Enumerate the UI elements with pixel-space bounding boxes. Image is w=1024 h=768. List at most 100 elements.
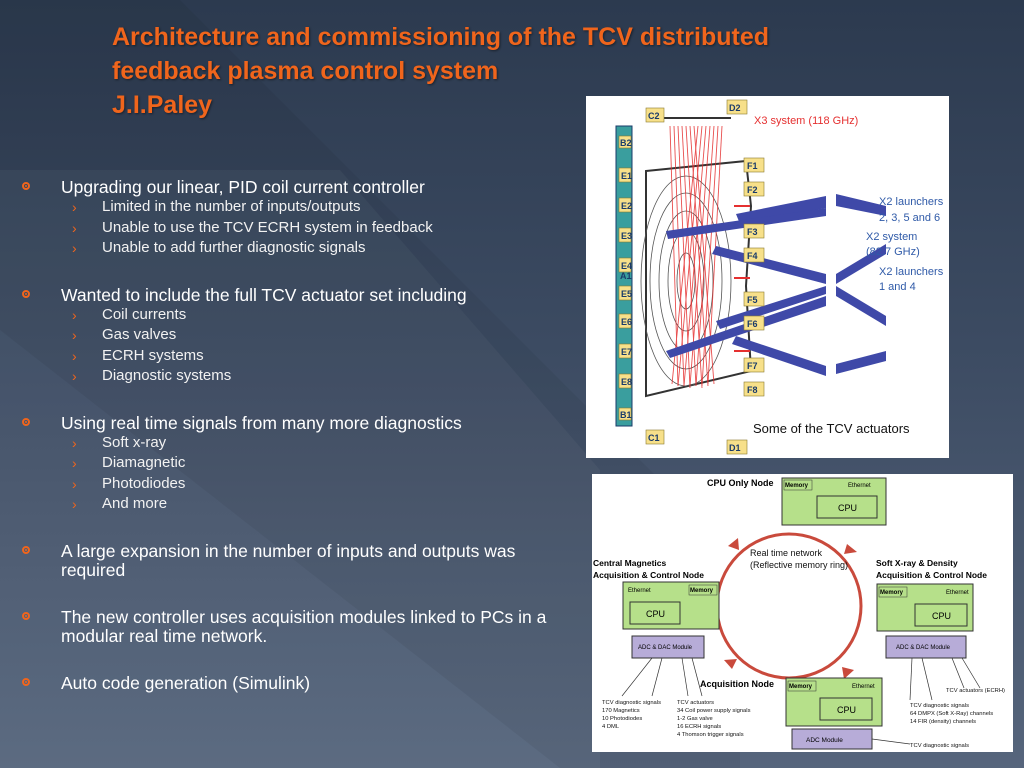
sxr-node-label: Soft X-ray & Density (876, 558, 958, 568)
adc-dac-module (631, 635, 705, 659)
right-coil-labels (743, 157, 765, 397)
coil-label: B2 (620, 138, 632, 148)
bullet-item: A large expansion in the number of input… (22, 541, 582, 580)
network-diagram-figure: Real time network (Reflective memory rin… (592, 474, 1013, 752)
left-act-text: 1-2 Gas valve (677, 716, 713, 722)
sub-bullet: ›Unable to add further diagnostic signal… (22, 238, 582, 259)
bullet-icon (22, 611, 30, 620)
adc-dac-label: ADC & DAC Module (638, 645, 693, 651)
bullet-icon (22, 677, 30, 686)
left-diag-text: TCV diagnostic signals (602, 700, 661, 706)
x2-launchers-label: X2 launchers (879, 266, 944, 278)
tcv-actuators-figure: B2 E1 E2 E3 E4 A1 E5 E6 E7 E8 B1 (586, 96, 949, 458)
chevron-icon: › (72, 327, 77, 343)
x3-system-label: X3 system (118 GHz) (754, 115, 858, 127)
ethernet-label: Ethernet (848, 483, 871, 489)
chevron-icon: › (72, 306, 77, 323)
coil-label: E7 (621, 347, 632, 357)
central-node-label: Central Magnetics (593, 558, 666, 568)
central-node-label: Acquisition & Control Node (593, 570, 704, 580)
bullet-list: Upgrading our linear, PID coil current c… (22, 178, 582, 693)
left-diag-text: 4 DML (602, 724, 620, 730)
port-marks (734, 205, 750, 352)
coil-label: F3 (747, 227, 758, 237)
cpu-box (629, 601, 681, 625)
sub-bullet: ›Diamagnetic (22, 453, 582, 474)
chevron-icon: › (72, 199, 77, 215)
network-diagram: Real time network (Reflective memory rin… (593, 477, 1005, 750)
memory-box (783, 479, 813, 491)
title-line-1: Architecture and commissioning of the TC… (112, 23, 770, 51)
cpu-box (816, 495, 878, 519)
title-author: J.I.Paley (112, 91, 213, 119)
ethernet-label: Ethernet (946, 590, 969, 596)
signal-lines (621, 657, 981, 745)
bullet-item: Upgrading our linear, PID coil current c… (22, 178, 582, 197)
right-act-text: TCV actuators (ECRH) (946, 688, 1005, 694)
coil-label: D1 (729, 443, 741, 453)
ring-label: Real time network (750, 548, 823, 558)
cpu-label: CPU (838, 503, 857, 513)
x2-launchers-label: 1 and 4 (879, 281, 916, 293)
coil-label: D2 (729, 103, 741, 113)
right-diag-text: 64 DMPX (Soft X-Ray) channels (910, 711, 993, 717)
title-line-2: feedback plasma control system (112, 57, 499, 85)
chevron-icon: › (72, 347, 77, 364)
memory-box (688, 584, 718, 596)
tcv-cross-section-diagram: B2 E1 E2 E3 E4 A1 E5 E6 E7 E8 B1 (615, 99, 944, 455)
acquisition-node-label: Acquisition Node (700, 679, 774, 689)
sub-bullet: ›Diagnostic systems (22, 366, 582, 387)
cpu-box (819, 697, 873, 721)
chevron-icon: › (72, 475, 77, 492)
x2-launchers-label: 2, 3, 5 and 6 (879, 212, 940, 224)
coil-label: E8 (621, 377, 632, 387)
chevron-icon: › (72, 368, 77, 384)
sub-bullet: ›And more (22, 494, 582, 515)
x2-system-label: X2 system (866, 231, 917, 243)
chevron-icon: › (72, 455, 77, 471)
left-act-text: TCV actuators (677, 700, 714, 706)
cpu-label: CPU (932, 611, 951, 621)
coil-label: F2 (747, 185, 758, 195)
left-coil-labels (618, 135, 632, 421)
coil-label: B1 (620, 410, 632, 420)
coil-label: E4 (621, 261, 632, 271)
right-diag-text: TCV diagnostic signals (910, 703, 969, 709)
chevron-icon: › (72, 434, 77, 451)
chevron-icon: › (72, 219, 77, 236)
bullet-item: The new controller uses acquisition modu… (22, 607, 582, 646)
memory-label: Memory (880, 590, 904, 596)
sub-bullet: ›Photodiodes (22, 474, 582, 495)
memory-box (787, 680, 817, 692)
chevron-icon: › (72, 496, 77, 512)
figure-caption: Some of the TCV actuators (753, 421, 910, 436)
memory-label: Memory (785, 483, 809, 489)
coil-label: F7 (747, 361, 758, 371)
sub-bullet: ›ECRH systems (22, 346, 582, 367)
memory-label: Memory (789, 684, 813, 690)
cpu-only-node-label: CPU Only Node (707, 478, 774, 488)
coil-label: E2 (621, 201, 632, 211)
adc-dac-module (885, 635, 967, 659)
cpu-box (914, 603, 968, 627)
coil-label: E3 (621, 231, 632, 241)
sxr-node-label: Acquisition & Control Node (876, 570, 987, 580)
x2-launchers-label: X2 launchers (879, 196, 944, 208)
memory-label: Memory (690, 588, 714, 594)
adc-dac-label: ADC & DAC Module (896, 645, 951, 651)
sub-bullet: ›Unable to use the TCV ECRH system in fe… (22, 218, 582, 239)
bullet-icon (22, 545, 30, 554)
ethernet-label: Ethernet (628, 588, 651, 594)
coil-label: E5 (621, 289, 632, 299)
top-bottom-labels (645, 99, 748, 455)
x2-system-label: (82.7 GHz) (866, 246, 920, 258)
right-diag-text: 14 FIR (density) channels (910, 719, 976, 725)
bullet-item: Using real time signals from many more d… (22, 413, 582, 433)
sub-bullet: ›Gas valves (22, 325, 582, 346)
bullet-icon (22, 289, 30, 298)
coil-label: F4 (747, 251, 758, 261)
coil-label: E6 (621, 317, 632, 327)
coil-label: F5 (747, 295, 758, 305)
coil-label: E1 (621, 171, 632, 181)
